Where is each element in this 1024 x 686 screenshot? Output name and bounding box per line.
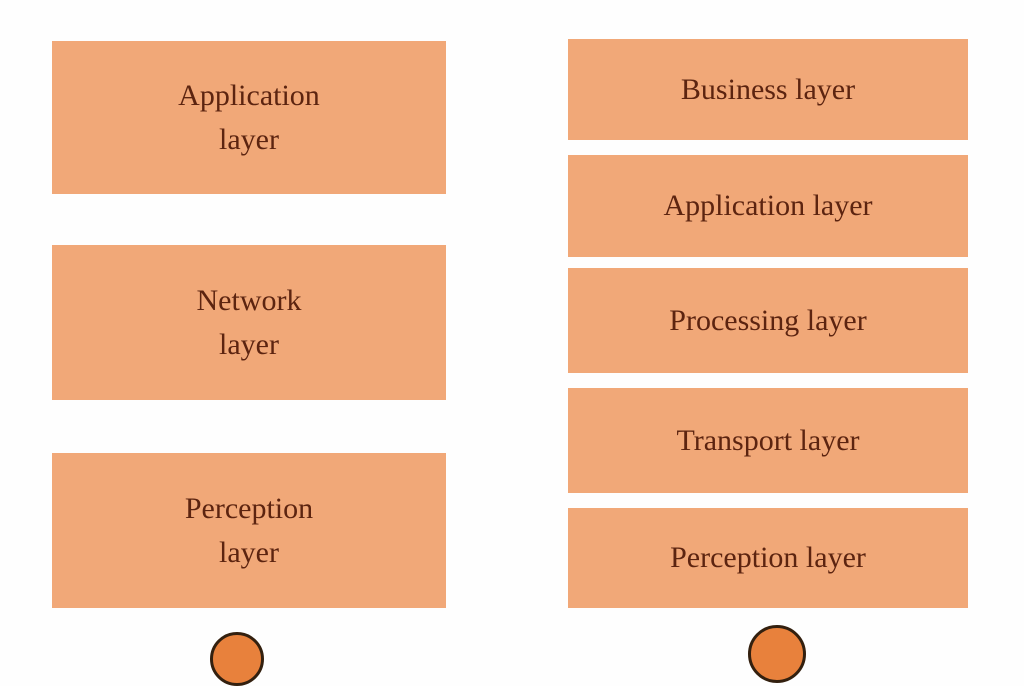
perception-layer-label-line2: layer <box>219 535 279 569</box>
perception-layer-box: Perception layer <box>52 453 446 608</box>
perception-layer-box-right: Perception layer <box>568 508 968 608</box>
caption-circle-b <box>748 625 806 683</box>
application-layer-right-label: Application layer <box>663 189 873 222</box>
network-layer-label-line1: Network <box>196 283 302 317</box>
perception-layer-label-line1: Perception <box>184 491 314 525</box>
business-layer-label: Business layer <box>680 72 856 106</box>
transport-layer-label: Transport layer <box>676 423 860 457</box>
application-layer-label-line2: layer <box>219 122 279 156</box>
network-layer-label-line2: layer <box>219 327 279 361</box>
processing-layer-box: Processing layer <box>568 268 968 373</box>
network-layer-box: Network layer <box>52 245 446 400</box>
perception-layer-right-label: Perception layer <box>670 541 866 574</box>
transport-layer-box: Transport layer <box>568 388 968 493</box>
application-layer-label-line1: Application <box>178 78 320 112</box>
business-layer-box: Business layer <box>568 39 968 140</box>
caption-circle-a <box>210 632 264 686</box>
application-layer-box-right: Application layer <box>568 155 968 257</box>
architecture-diagram: Application layer Network layer Percepti… <box>52 39 968 686</box>
application-layer-box: Application layer <box>52 41 446 194</box>
processing-layer-label: Processing layer <box>669 303 867 337</box>
